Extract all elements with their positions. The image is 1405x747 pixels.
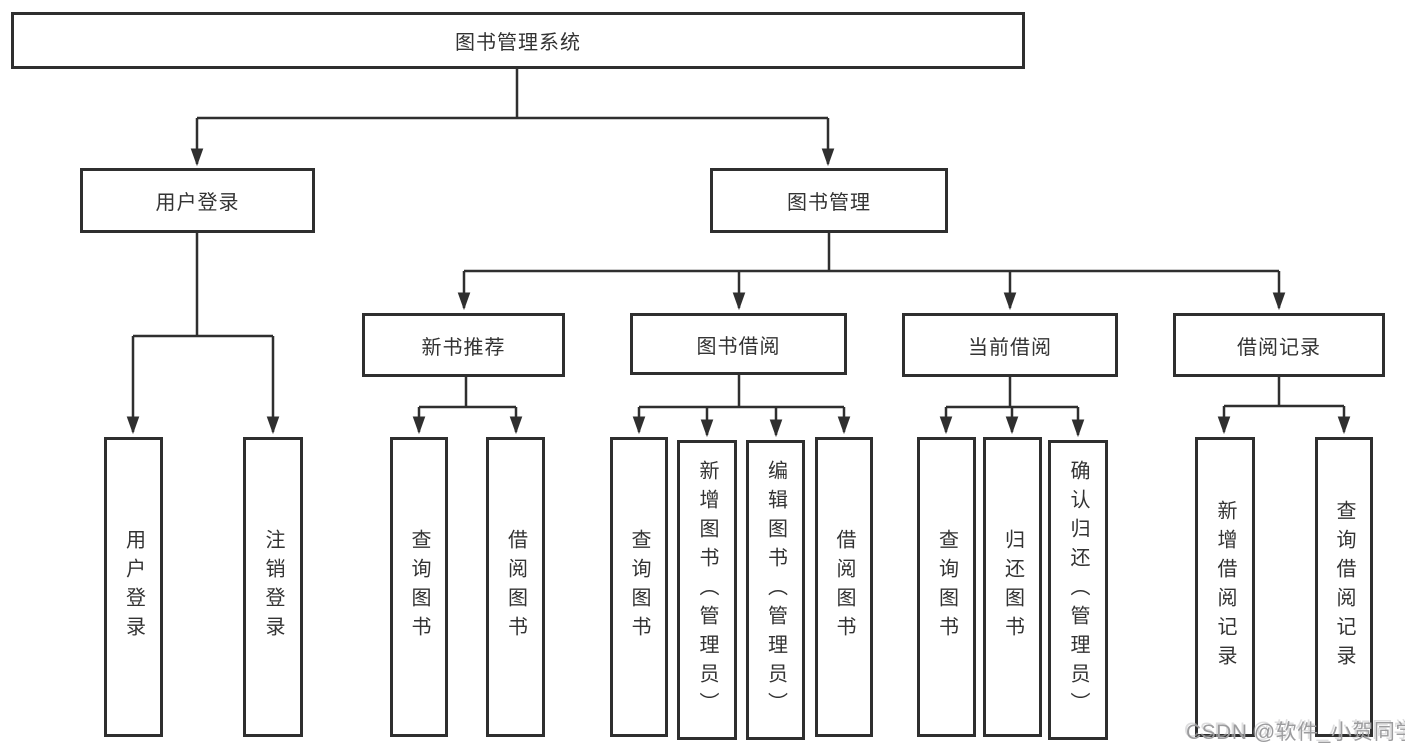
node-label: 用户登录 bbox=[155, 192, 240, 214]
leaf-add-books-admin: 新增图书（管理员） bbox=[677, 440, 737, 740]
leaf-borrow-books: 借阅图书 bbox=[815, 437, 873, 737]
connector-root-elbow bbox=[197, 69, 828, 120]
leaf-confirm-return-admin: 确认归还（管理员） bbox=[1048, 440, 1108, 740]
watermark: CSDN @软件_小贺同学 bbox=[1186, 721, 1405, 744]
node-label: 用户登录 bbox=[122, 529, 145, 645]
node-label: 查询图书 bbox=[628, 529, 650, 645]
node-label: 查询图书 bbox=[935, 529, 958, 645]
connector-mgmt-elbow bbox=[464, 233, 1279, 273]
connector-bookborrow-elbow bbox=[639, 375, 844, 409]
leaf-user-login: 用户登录 bbox=[104, 437, 163, 737]
node-new-book-recommend: 新书推荐 bbox=[362, 313, 565, 377]
node-label: 查询图书 bbox=[408, 529, 430, 645]
node-label: 借阅记录 bbox=[1237, 336, 1321, 359]
leaf-query-borrow-record: 查询借阅记录 bbox=[1315, 437, 1373, 737]
leaf-query-books-borrow: 查询图书 bbox=[610, 437, 668, 737]
leaf-edit-books-admin: 编辑图书（管理员） bbox=[746, 440, 805, 740]
node-book-management: 图书管理 bbox=[710, 168, 948, 233]
leaf-logout: 注销登录 bbox=[243, 437, 303, 737]
node-label: 新增借阅记录 bbox=[1214, 500, 1236, 674]
leaf-borrow-books-recommend: 借阅图书 bbox=[486, 437, 545, 737]
connector-records-elbow bbox=[1224, 377, 1344, 408]
node-user-login: 用户登录 bbox=[80, 168, 315, 233]
node-root: 图书管理系统 bbox=[11, 12, 1025, 69]
node-label: 当前借阅 bbox=[968, 336, 1052, 359]
node-label: 归还图书 bbox=[1001, 529, 1024, 645]
node-label: 图书管理系统 bbox=[455, 32, 581, 54]
node-label: 新增图书（管理员） bbox=[696, 459, 718, 721]
node-label: 图书借阅 bbox=[696, 335, 781, 358]
leaf-query-books-current: 查询图书 bbox=[917, 437, 976, 737]
node-label: 编辑图书（管理员） bbox=[764, 459, 787, 721]
node-label: 图书管理 bbox=[787, 192, 871, 214]
node-label: 确认归还（管理员） bbox=[1067, 459, 1089, 721]
connector-currentborrow-elbow bbox=[946, 377, 1078, 409]
node-label: 新书推荐 bbox=[421, 336, 506, 359]
node-current-borrowing: 当前借阅 bbox=[902, 313, 1118, 377]
node-label: 借阅图书 bbox=[504, 529, 527, 645]
connector-login-elbow bbox=[133, 233, 273, 338]
node-book-borrowing: 图书借阅 bbox=[630, 313, 847, 375]
leaf-query-books-recommend: 查询图书 bbox=[390, 437, 448, 737]
node-label: 借阅图书 bbox=[833, 529, 855, 645]
node-borrowing-records: 借阅记录 bbox=[1173, 313, 1385, 377]
leaf-return-books: 归还图书 bbox=[983, 437, 1042, 737]
node-label: 查询借阅记录 bbox=[1333, 500, 1355, 674]
connector-newbooks-elbow bbox=[419, 377, 516, 409]
node-label: 注销登录 bbox=[262, 529, 284, 645]
leaf-add-borrow-record: 新增借阅记录 bbox=[1195, 437, 1255, 737]
